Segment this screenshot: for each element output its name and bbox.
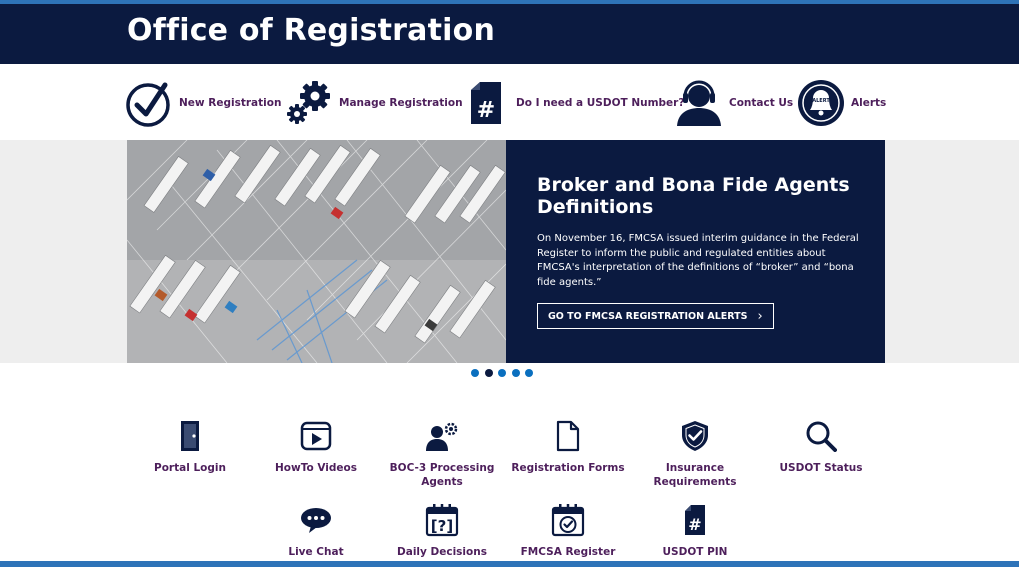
quicknav-new-registration[interactable]: New Registration (124, 78, 281, 128)
tile-portal-login[interactable]: Portal Login (127, 418, 253, 475)
chevron-right-icon: › (757, 308, 763, 324)
quicknav-contact-us[interactable]: Contact Us (674, 78, 793, 128)
site-header: Office of Registration (0, 4, 1019, 64)
door-icon (172, 418, 208, 454)
carousel-dot[interactable] (471, 369, 479, 377)
tile-howto-videos[interactable]: HowTo Videos (253, 418, 379, 475)
registration-alerts-button[interactable]: GO TO FMCSA REGISTRATION ALERTS › (537, 303, 774, 329)
tile-boc3-processing-agents[interactable]: BOC-3 Processing Agents (379, 418, 505, 489)
calendar-question-icon: [?] (424, 502, 460, 538)
carousel-dot[interactable] (525, 369, 533, 377)
quicknav-manage-registration[interactable]: Manage Registration (284, 78, 463, 128)
document-hash-icon: # (677, 502, 713, 538)
shield-check-icon (677, 418, 713, 454)
carousel-dots (471, 369, 539, 377)
bottom-accent-bar (0, 561, 1019, 567)
hero-slide: Broker and Bona Fide Agents Definitions … (127, 140, 885, 363)
registration-alerts-button-label: GO TO FMCSA REGISTRATION ALERTS (548, 310, 748, 322)
hero-title: Broker and Bona Fide Agents Definitions (537, 174, 850, 218)
carousel-dot-active[interactable] (484, 369, 493, 377)
tile-label: Portal Login (154, 462, 226, 474)
page-title: Office of Registration (127, 13, 496, 48)
carousel-dot[interactable] (511, 369, 520, 377)
quicknav-label: Alerts (851, 97, 887, 109)
svg-text:[?]: [?] (431, 517, 453, 535)
tile-usdot-status[interactable]: USDOT Status (758, 418, 884, 475)
top-accent-bar (0, 0, 1019, 4)
document-hash-icon: # (461, 78, 511, 128)
tile-label: Live Chat (288, 546, 344, 558)
document-icon (550, 418, 586, 454)
parking-lot-trucks-image (127, 140, 506, 363)
quicknav-label: New Registration (179, 97, 282, 109)
quicknav-label: Contact Us (729, 97, 794, 109)
video-play-icon (298, 418, 334, 454)
tile-insurance-requirements[interactable]: Insurance Requirements (632, 418, 758, 489)
alert-bell-icon: ALERT (796, 78, 846, 128)
quicknav-label: Manage Registration (339, 97, 463, 109)
svg-text:#: # (477, 98, 495, 123)
tile-label: USDOT Status (779, 462, 863, 474)
tile-label: Daily Decisions (397, 546, 487, 558)
person-gear-icon (424, 418, 460, 454)
tile-usdot-pin[interactable]: # USDOT PIN (632, 502, 758, 559)
tile-label: USDOT PIN (662, 546, 728, 558)
quicknav-usdot-number[interactable]: # Do I need a USDOT Number? (461, 78, 684, 128)
gears-icon (284, 78, 334, 128)
tile-fmcsa-register[interactable]: FMCSA Register (505, 502, 631, 559)
chat-bubbles-icon (298, 502, 334, 538)
tile-registration-forms[interactable]: Registration Forms (505, 418, 631, 475)
tile-label: HowTo Videos (275, 462, 357, 474)
tile-label: Registration Forms (511, 462, 625, 474)
tile-daily-decisions[interactable]: [?] Daily Decisions (379, 502, 505, 559)
tile-label: BOC-3 Processing Agents (389, 462, 495, 488)
calendar-check-icon (550, 502, 586, 538)
quicknav-alerts[interactable]: ALERT Alerts (796, 78, 886, 128)
headset-person-icon (674, 78, 724, 128)
tile-label: Insurance Requirements (653, 462, 737, 488)
tile-label: FMCSA Register (520, 546, 616, 558)
tile-live-chat[interactable]: Live Chat (253, 502, 379, 559)
hero-text: On November 16, FMCSA issued interim gui… (537, 233, 859, 288)
alert-badge-text: ALERT (812, 98, 830, 104)
checkmark-circle-icon (124, 78, 174, 128)
quicknav-label: Do I need a USDOT Number? (516, 97, 685, 109)
svg-text:#: # (688, 515, 701, 534)
quick-nav: New Registration Man (0, 64, 1019, 140)
magnifier-icon (803, 418, 839, 454)
carousel-dot[interactable] (498, 369, 506, 377)
hero-panel: Broker and Bona Fide Agents Definitions … (506, 140, 885, 363)
